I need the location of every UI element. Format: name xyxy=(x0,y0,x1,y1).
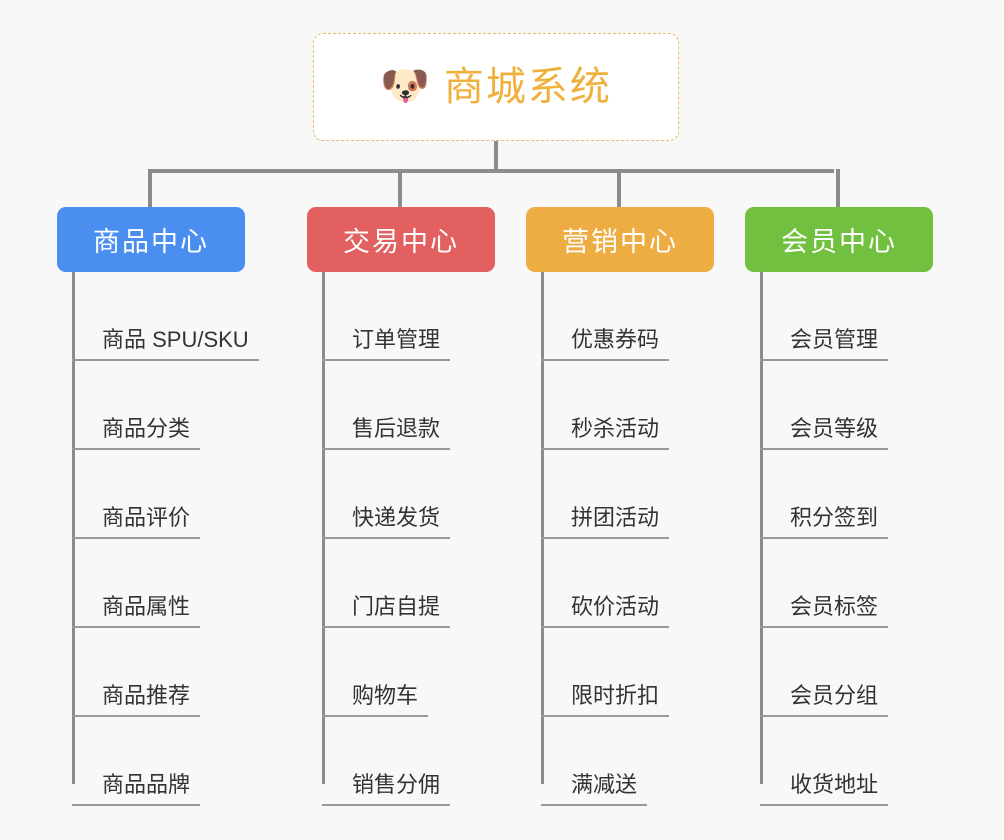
leaf-list-product-center: 商品 SPU/SKU 商品分类商品评价商品属性商品推荐商品品牌 xyxy=(57,272,259,806)
leaf-list-trade-center: 订单管理售后退款快递发货门店自提购物车销售分佣 xyxy=(307,272,495,806)
leaf-item[interactable]: 会员等级 xyxy=(745,361,933,450)
leaf-item[interactable]: 商品评价 xyxy=(57,450,245,539)
category-header-label: 营销中心 xyxy=(562,227,678,257)
leaf-item-label: 销售分佣 xyxy=(322,771,451,806)
leaf-item[interactable]: 商品 SPU/SKU xyxy=(57,272,259,361)
leaf-item-label: 拼团活动 xyxy=(541,504,670,539)
leaf-item[interactable]: 收货地址 xyxy=(745,717,933,806)
leaf-item[interactable]: 商品分类 xyxy=(57,361,245,450)
leaf-item-label: 商品品牌 xyxy=(72,771,201,806)
leaf-item-label: 门店自提 xyxy=(322,593,451,628)
leaf-item[interactable]: 优惠券码 xyxy=(526,272,714,361)
leaf-list-marketing-center: 优惠券码秒杀活动拼团活动砍价活动限时折扣满减送 xyxy=(526,272,714,806)
leaf-list-member-center: 会员管理会员等级积分签到会员标签会员分组收货地址 xyxy=(745,272,933,806)
leaf-item-label: 会员分组 xyxy=(760,682,889,717)
category-header-label: 商品中心 xyxy=(93,227,209,257)
category-header-label: 会员中心 xyxy=(781,227,897,257)
leaf-item-label: 会员管理 xyxy=(760,326,889,361)
leaf-item-label: 秒杀活动 xyxy=(541,415,670,450)
connector-trunk-member-center xyxy=(760,272,763,784)
leaf-item[interactable]: 门店自提 xyxy=(307,539,495,628)
leaf-item-label: 购物车 xyxy=(322,682,429,717)
leaf-item-label: 收货地址 xyxy=(760,771,889,806)
leaf-item-label: 售后退款 xyxy=(322,415,451,450)
leaf-item-label: 商品分类 xyxy=(72,415,201,450)
connector-root-stem xyxy=(494,141,498,172)
connector-drop-product-center xyxy=(148,169,152,209)
leaf-item-label: 砍价活动 xyxy=(541,593,670,628)
category-header-trade-center[interactable]: 交易中心 xyxy=(307,207,495,272)
leaf-item-label: 限时折扣 xyxy=(541,682,670,717)
root-title: 商城系统 xyxy=(443,65,612,109)
leaf-item[interactable]: 秒杀活动 xyxy=(526,361,714,450)
dog-face-icon: 🐶 xyxy=(380,64,430,108)
connector-trunk-trade-center xyxy=(322,272,325,784)
column-trade-center: 交易中心订单管理售后退款快递发货门店自提购物车销售分佣 xyxy=(307,207,495,822)
leaf-item-label: 会员标签 xyxy=(760,593,889,628)
leaf-item-label: 商品 SPU/SKU xyxy=(72,326,259,361)
leaf-item[interactable]: 订单管理 xyxy=(307,272,495,361)
leaf-item[interactable]: 积分签到 xyxy=(745,450,933,539)
connector-horizontal-bus xyxy=(148,169,834,173)
leaf-item[interactable]: 商品品牌 xyxy=(57,717,245,806)
leaf-item[interactable]: 购物车 xyxy=(307,628,495,717)
leaf-item[interactable]: 商品推荐 xyxy=(57,628,245,717)
leaf-item[interactable]: 满减送 xyxy=(526,717,714,806)
leaf-item[interactable]: 会员标签 xyxy=(745,539,933,628)
leaf-item-label: 商品评价 xyxy=(72,504,201,539)
connector-trunk-marketing-center xyxy=(541,272,544,784)
leaf-item[interactable]: 销售分佣 xyxy=(307,717,495,806)
leaf-item-label: 积分签到 xyxy=(760,504,889,539)
leaf-item[interactable]: 商品属性 xyxy=(57,539,245,628)
leaf-item[interactable]: 限时折扣 xyxy=(526,628,714,717)
leaf-item-label: 优惠券码 xyxy=(541,326,670,361)
leaf-item-label: 快递发货 xyxy=(322,504,451,539)
root-node[interactable]: 🐶 商城系统 xyxy=(313,33,679,141)
leaf-item[interactable]: 售后退款 xyxy=(307,361,495,450)
leaf-item[interactable]: 会员管理 xyxy=(745,272,933,361)
category-header-product-center[interactable]: 商品中心 xyxy=(57,207,245,272)
leaf-item-label: 满减送 xyxy=(541,771,648,806)
leaf-item[interactable]: 砍价活动 xyxy=(526,539,714,628)
leaf-item-label: 订单管理 xyxy=(322,326,451,361)
connector-drop-member-center xyxy=(836,169,840,209)
leaf-item[interactable]: 快递发货 xyxy=(307,450,495,539)
leaf-item[interactable]: 会员分组 xyxy=(745,628,933,717)
category-header-marketing-center[interactable]: 营销中心 xyxy=(526,207,714,272)
leaf-item-label: 会员等级 xyxy=(760,415,889,450)
connector-drop-trade-center xyxy=(398,169,402,209)
connector-drop-marketing-center xyxy=(617,169,621,209)
leaf-item[interactable]: 拼团活动 xyxy=(526,450,714,539)
column-marketing-center: 营销中心优惠券码秒杀活动拼团活动砍价活动限时折扣满减送 xyxy=(526,207,714,822)
category-header-member-center[interactable]: 会员中心 xyxy=(745,207,933,272)
leaf-item-label: 商品推荐 xyxy=(72,682,201,717)
column-product-center: 商品中心商品 SPU/SKU 商品分类商品评价商品属性商品推荐商品品牌 xyxy=(57,207,259,822)
leaf-item-label: 商品属性 xyxy=(72,593,201,628)
column-member-center: 会员中心会员管理会员等级积分签到会员标签会员分组收货地址 xyxy=(745,207,933,822)
connector-trunk-product-center xyxy=(72,272,75,784)
category-header-label: 交易中心 xyxy=(343,227,459,257)
